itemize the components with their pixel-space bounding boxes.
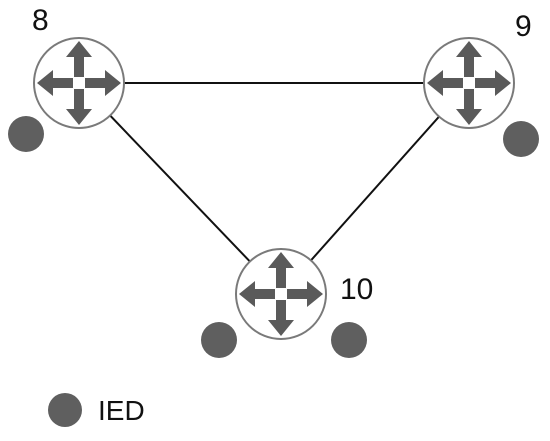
router-arrow-icon <box>268 300 294 336</box>
router-arrow-icon <box>66 41 92 77</box>
router-arrow-icon <box>456 89 482 125</box>
router-arrow-icon <box>287 281 323 307</box>
ieds-layer <box>8 116 539 358</box>
router-arrow-icon <box>239 281 275 307</box>
router-arrow-icon <box>37 70 73 96</box>
router-arrow-icon <box>456 41 482 77</box>
router-9-icon <box>423 37 515 129</box>
router-arrow-icon <box>85 70 121 96</box>
ied-dot-r10-3 <box>331 322 367 358</box>
ied-dot-r8-0 <box>8 116 44 152</box>
router-arrow-icon <box>268 252 294 288</box>
ied-dot-r9-1 <box>503 121 539 157</box>
router-circle <box>423 37 515 129</box>
routers-layer <box>33 37 515 340</box>
router-10-icon <box>235 248 327 340</box>
router-label-8: 8 <box>32 4 49 37</box>
link-r8-r10 <box>78 82 282 295</box>
ied-dot-r10-2 <box>201 322 237 358</box>
router-arrow-icon <box>475 70 511 96</box>
legend-label: IED <box>98 395 145 426</box>
link-r9-r10 <box>280 82 470 295</box>
links-layer <box>78 82 470 295</box>
router-circle <box>235 248 327 340</box>
router-label-9: 9 <box>515 10 532 43</box>
router-circle <box>33 37 125 129</box>
router-arrow-icon <box>66 89 92 125</box>
router-arrow-icon <box>427 70 463 96</box>
ied-dot-icon <box>48 393 82 427</box>
legend: IED <box>48 393 145 427</box>
router-8-icon <box>33 37 125 129</box>
router-label-10: 10 <box>340 273 373 306</box>
